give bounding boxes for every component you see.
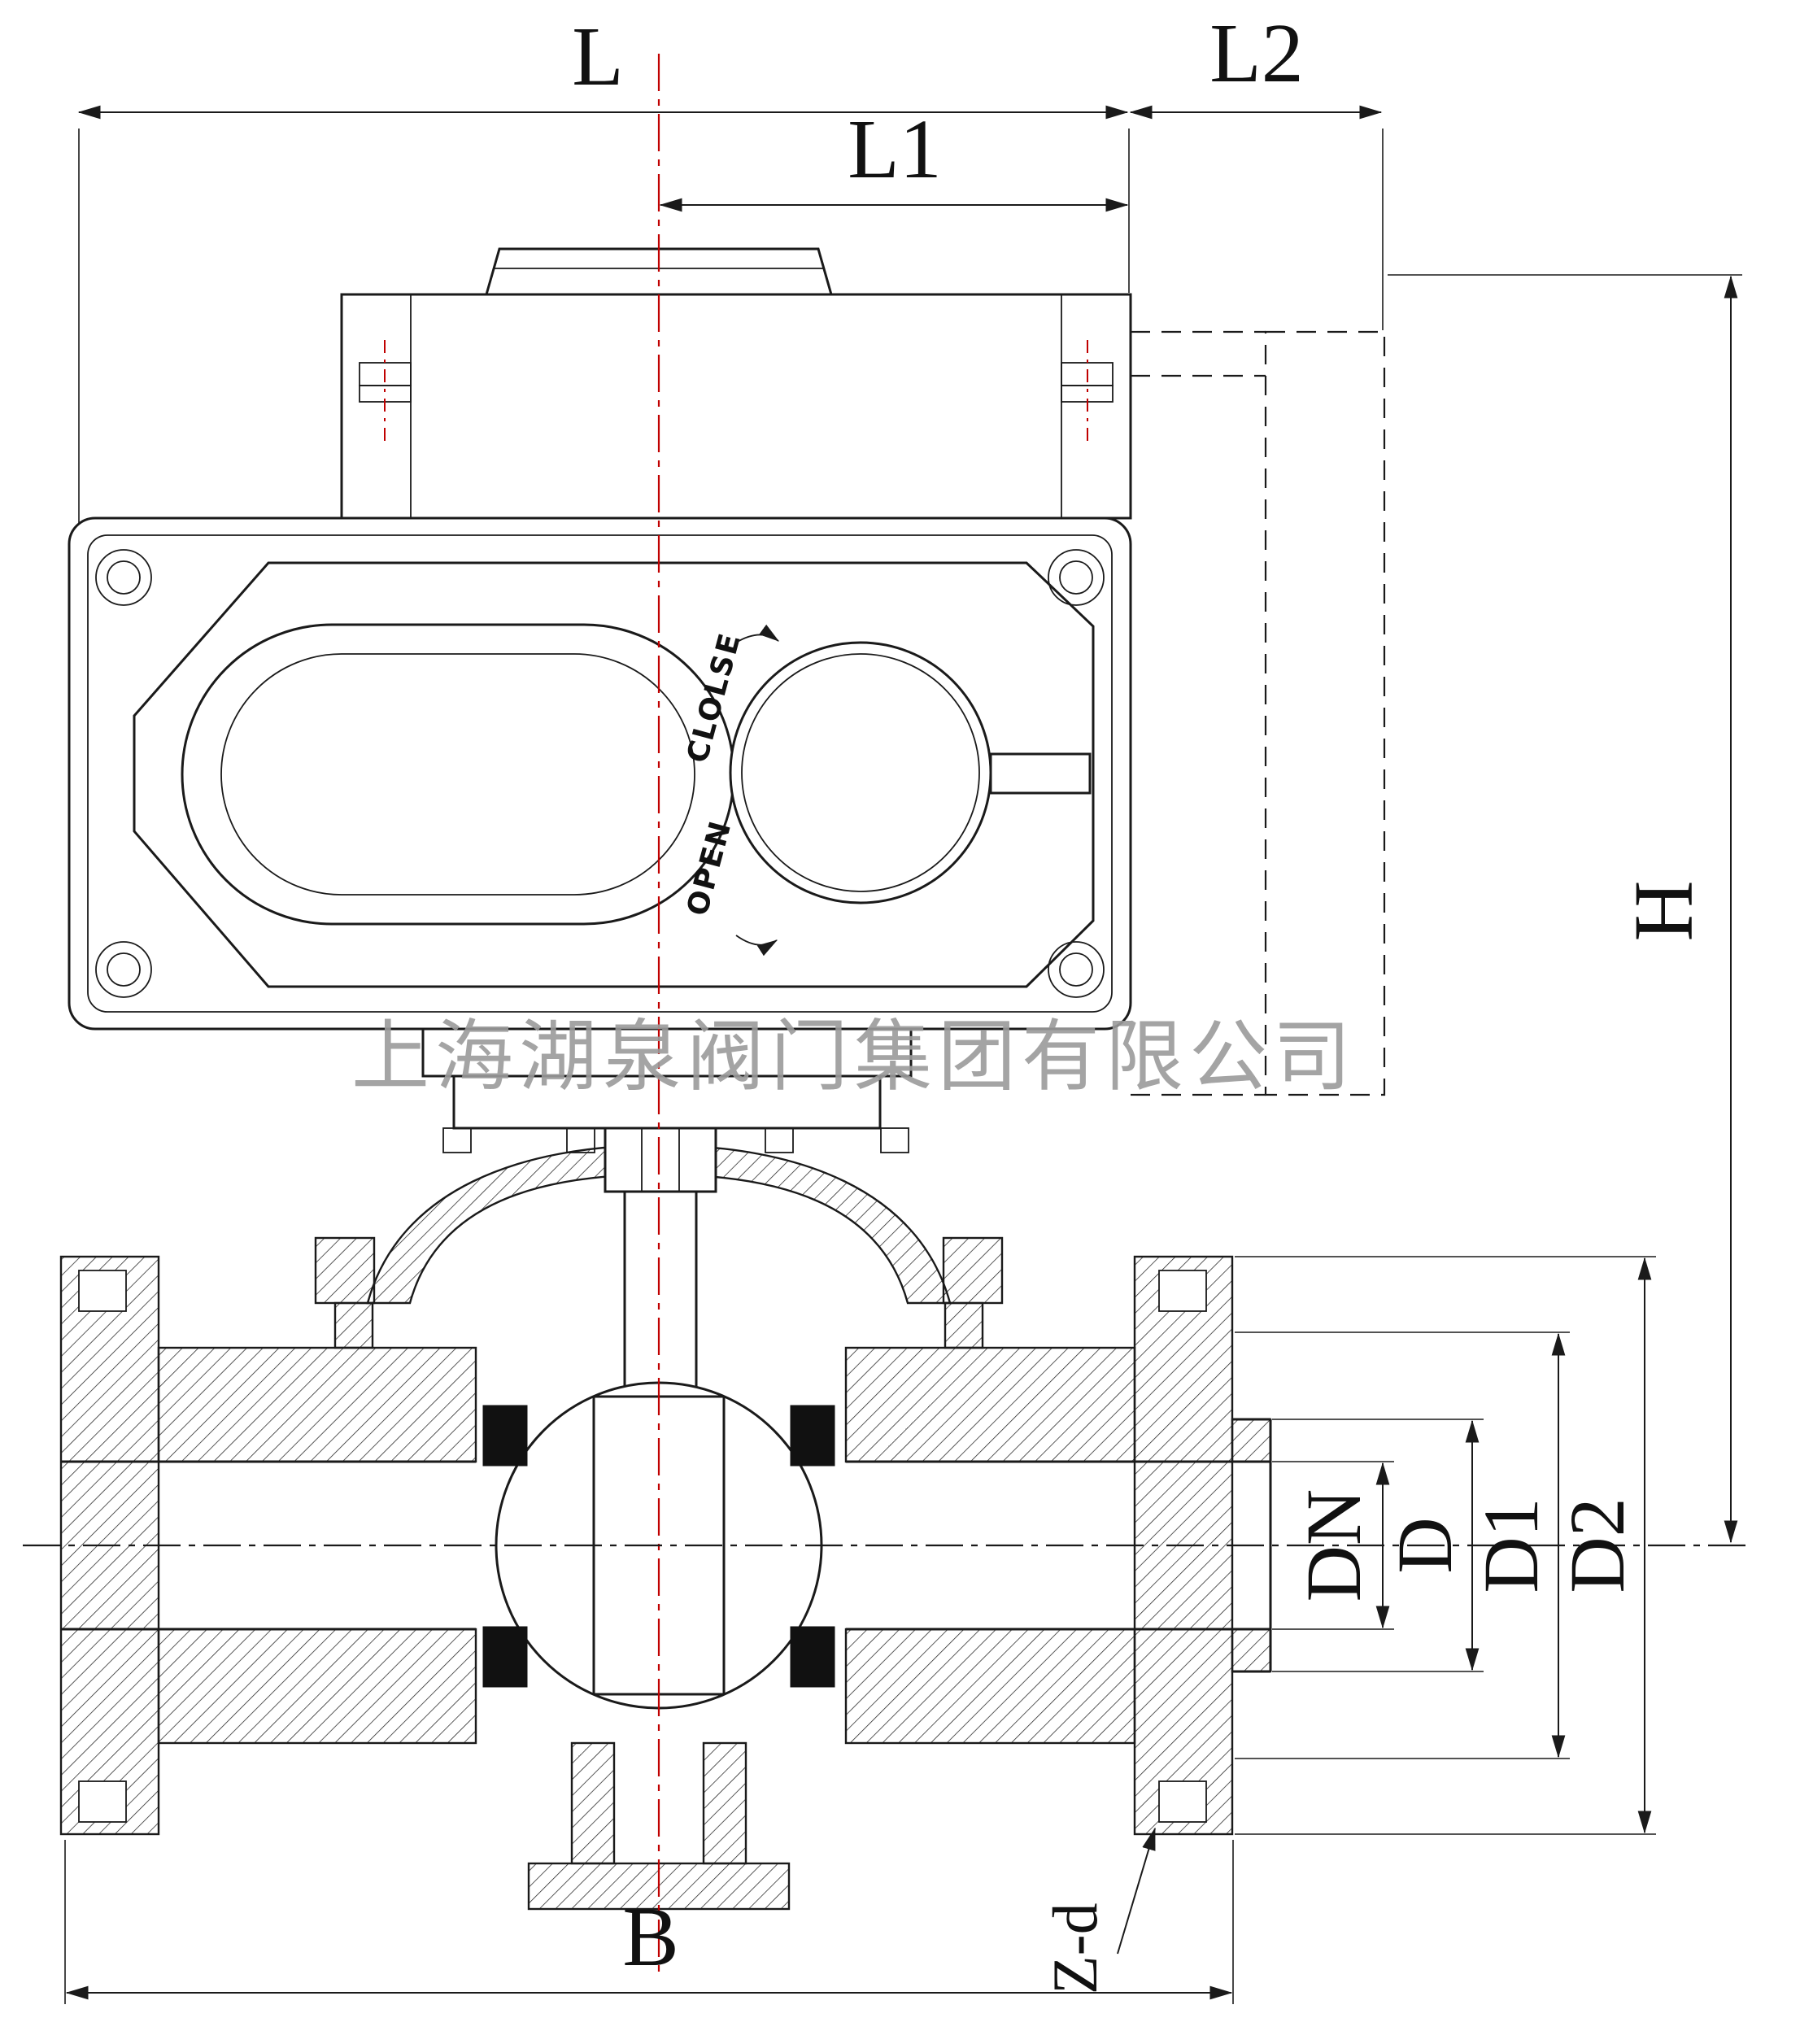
flange-left-bolt-hole-top bbox=[78, 1270, 127, 1312]
bonnet-flange-right bbox=[942, 1236, 1004, 1305]
dashed-envelope bbox=[1131, 330, 1386, 1096]
stem-nut bbox=[604, 1127, 717, 1193]
body-wall-top-left bbox=[157, 1346, 477, 1463]
handwheel-handle[interactable] bbox=[989, 752, 1092, 795]
seat-rings bbox=[482, 1405, 835, 1688]
dimensions-group: L L2 L1 H B DN D D1 bbox=[64, 7, 1742, 2004]
bonnet-step-right bbox=[944, 1301, 984, 1349]
flange-left-bolt-hole-bottom bbox=[78, 1780, 127, 1823]
dim-label-D: D bbox=[1381, 1517, 1468, 1573]
pipe-stub-wall-bottom bbox=[1231, 1628, 1272, 1673]
dim-label-Zd: Z-d bbox=[1039, 1902, 1110, 1994]
handwheel-circle[interactable] bbox=[729, 641, 992, 904]
open-label: OPEN bbox=[681, 817, 739, 919]
flange-right-bolt-hole-top bbox=[1158, 1270, 1207, 1312]
bottom-drain bbox=[527, 1741, 791, 1911]
body-wall-bottom-left bbox=[157, 1628, 477, 1745]
dim-label-D1: D1 bbox=[1467, 1497, 1554, 1593]
watermark-text: 上海湖泉阀门集团有限公司 bbox=[351, 1013, 1357, 1100]
dim-label-L: L bbox=[572, 10, 624, 103]
pipe-stub-wall-top bbox=[1231, 1418, 1272, 1463]
actuator-housing-inner bbox=[87, 534, 1113, 1013]
body-wall-top-right bbox=[844, 1346, 1136, 1463]
actuator-upper-bracket bbox=[340, 293, 1132, 520]
dim-label-DN: DN bbox=[1290, 1489, 1377, 1602]
open-direction-arrow-icon bbox=[735, 935, 778, 957]
close-direction-arrow-icon bbox=[735, 624, 780, 643]
actuator-face-plate bbox=[133, 561, 1095, 988]
valve-group bbox=[59, 1127, 1272, 1911]
flange-right-bolt-hole-bottom bbox=[1158, 1780, 1207, 1823]
dim-label-H: H bbox=[1617, 880, 1711, 941]
valve-stem bbox=[623, 1190, 698, 1398]
bore-lines bbox=[61, 1418, 1270, 1673]
dim-label-D2: D2 bbox=[1554, 1497, 1641, 1593]
body-wall-bottom-right bbox=[844, 1628, 1136, 1745]
bonnet-flange-left bbox=[314, 1236, 376, 1305]
dim-label-B: B bbox=[622, 1890, 678, 1984]
recess-inner bbox=[220, 653, 695, 896]
corner-bolts bbox=[95, 549, 1105, 998]
centerlines-group bbox=[23, 54, 1749, 1976]
zd-leader-line bbox=[1117, 1827, 1156, 1955]
dim-label-L1: L1 bbox=[848, 102, 942, 196]
dim-label-L2: L2 bbox=[1209, 7, 1304, 100]
handwheel-circle-inner bbox=[741, 653, 980, 892]
bonnet-step-left bbox=[333, 1301, 374, 1349]
recess-outer bbox=[181, 623, 735, 926]
